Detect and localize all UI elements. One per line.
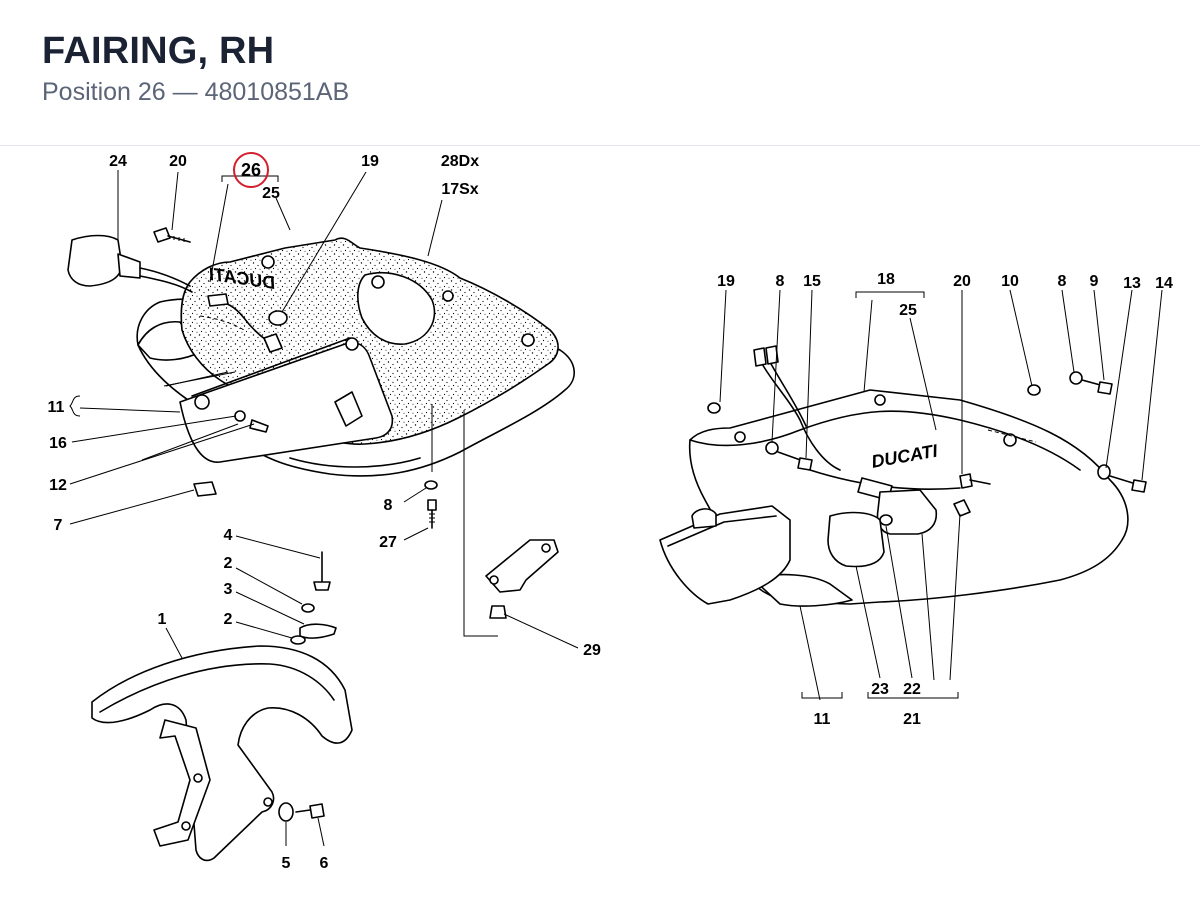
front-mudguard [91, 645, 353, 862]
label-19-right: 19 [717, 273, 735, 290]
leader-lines [69, 170, 1163, 847]
label-22: 22 [903, 681, 921, 698]
label-5: 5 [282, 855, 291, 872]
label-14: 14 [1155, 275, 1173, 292]
label-20: 20 [169, 153, 187, 170]
page-subtitle: Position 26 — 48010851AB [42, 78, 350, 106]
label-2-upper: 2 [224, 555, 233, 572]
label-17sx: 17Sx [441, 181, 478, 198]
page-title: FAIRING, RH [42, 30, 275, 72]
highlighted-position-marker [233, 152, 269, 188]
label-8-right-a: 8 [776, 273, 785, 290]
label-23: 23 [871, 681, 889, 698]
label-1: 1 [158, 611, 167, 628]
label-4: 4 [224, 527, 233, 544]
air-duct [659, 505, 791, 605]
tail-light [67, 234, 123, 287]
position-labels: 24 20 26 25 19 28Dx 17Sx 11 16 12 7 8 27… [48, 152, 1173, 872]
label-21: 21 [903, 711, 921, 728]
label-6: 6 [320, 855, 329, 872]
label-24: 24 [109, 153, 127, 170]
label-20-right: 20 [953, 273, 971, 290]
label-28dx: 28Dx [441, 153, 479, 170]
header-divider [0, 145, 1200, 146]
label-8-left: 8 [384, 497, 393, 514]
label-27: 27 [379, 534, 397, 551]
side-panel [179, 342, 394, 463]
label-2-lower: 2 [224, 611, 233, 628]
label-25-right: 25 [899, 302, 917, 319]
label-7: 7 [54, 517, 63, 534]
label-15: 15 [803, 273, 821, 290]
rear-fairing-left-assembly: DUCATI [67, 227, 575, 529]
label-19: 19 [361, 153, 379, 170]
label-10: 10 [1001, 273, 1019, 290]
tail-undertray-right-assembly: DUCATI [659, 345, 1147, 607]
label-11-right: 11 [814, 711, 831, 728]
header: FAIRING, RH Position 26 — 48010851AB [0, 0, 1200, 145]
mudguard-fixing-stack [290, 551, 337, 645]
label-26: 26 [241, 160, 261, 180]
label-18: 18 [877, 271, 895, 288]
label-29: 29 [583, 642, 601, 659]
parts-diagram: DUCATI [48, 152, 1173, 872]
label-13: 13 [1123, 275, 1141, 292]
label-9: 9 [1090, 273, 1099, 290]
label-8-right-b: 8 [1058, 273, 1067, 290]
bracket [485, 539, 559, 619]
label-12: 12 [49, 477, 67, 494]
label-16: 16 [49, 435, 67, 452]
label-25: 25 [262, 185, 280, 202]
label-3: 3 [224, 581, 233, 598]
label-11-left: 11 [48, 399, 65, 416]
